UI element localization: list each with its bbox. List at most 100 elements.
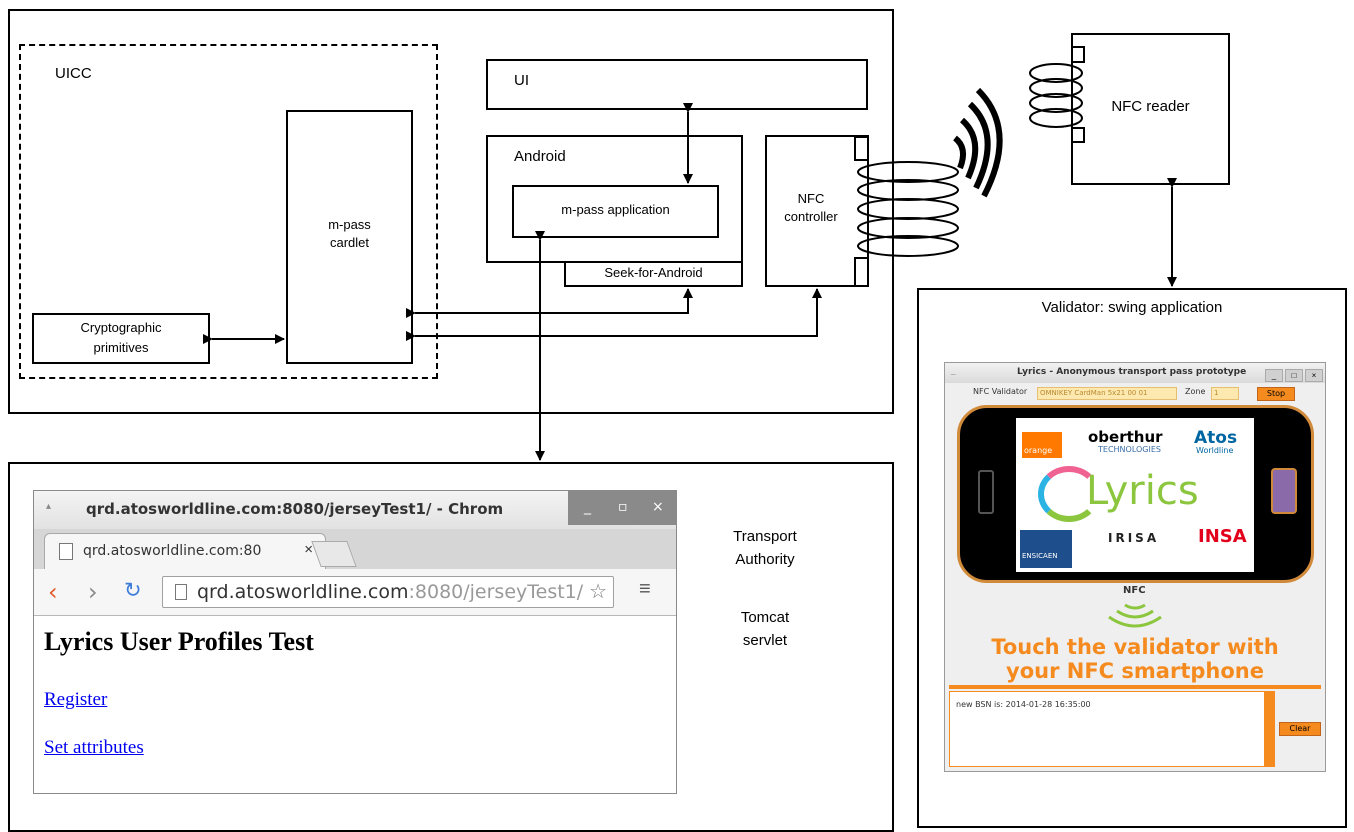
touch-line1: Touch the validator with [991,635,1279,659]
nfc-reader-box [1071,33,1230,185]
validator-titlebar: _ Lyrics - Anonymous transport pass prot… [945,363,1325,383]
touch-line2: your NFC smartphone [1006,659,1264,683]
orange-logo-text: orange [1024,446,1053,455]
reader-field[interactable]: OMNIKEY CardMan 5x21 00 01 [1037,387,1177,400]
irisa-logo: IRISA [1108,531,1160,545]
mpass-cardlet-line1: m-pass [328,217,371,232]
forward-icon[interactable]: › [88,578,98,606]
maximize-icon[interactable]: □ [1285,369,1303,382]
crypto-label: Cryptographic primitives [32,318,210,358]
tomcat-servlet-label: Tomcat servlet [722,606,808,652]
oberthur-logo: oberthur [1088,428,1163,446]
transport-authority-label: Transport Authority [722,525,808,571]
zone-field[interactable]: 1 [1211,387,1239,400]
separator [949,685,1321,689]
log-area[interactable]: new BSN is: 2014-01-28 16:35:00 [949,691,1265,767]
phone-graphic: orange oberthur TECHNOLOGIES Atos Worldl… [957,405,1314,583]
mpass-cardlet-label: m-pass cardlet [286,216,413,252]
nfc-waves-icon [1108,603,1162,628]
tab-title: qrd.atosworldline.com:80 [83,543,262,559]
android-label: Android [514,148,566,165]
ensicaen-logo [1020,530,1072,568]
tab-strip: qrd.atosworldline.com:80 × [34,529,676,569]
lyrics-swirl-icon [1038,466,1100,522]
page-icon [59,543,73,560]
radio-waves [953,87,1003,198]
uicc-label: UICC [55,65,92,82]
star-icon[interactable]: ☆ [589,581,607,603]
app-menu-icon[interactable]: ▴ [46,501,52,512]
crypto-line1: Cryptographic [80,320,162,335]
minimize-icon[interactable]: _ [1265,369,1283,382]
atos-sub: Worldline [1196,446,1234,455]
controller-antenna-frame [854,136,869,161]
tab-close-icon[interactable]: × [304,541,313,558]
tomcat-line2: servlet [742,632,788,649]
mpass-cardlet-box [286,110,413,364]
validator-label: Validator: swing application [1041,299,1223,316]
browser-window-title: qrd.atosworldline.com:8080/jerseyTest1/ … [86,500,504,518]
set-attributes-link[interactable]: Set attributes [44,737,144,758]
browser-window: ▴ qrd.atosworldline.com:8080/jerseyTest1… [33,490,677,794]
validator-window-controls: _□× [1263,365,1325,382]
oberthur-sub: TECHNOLOGIES [1098,445,1161,454]
log-text: new BSN is: 2014-01-28 16:35:00 [956,700,1091,709]
mpass-cardlet-line2: cardlet [329,235,370,250]
back-icon[interactable]: ‹ [48,578,58,606]
validator-app-window: _ Lyrics - Anonymous transport pass prot… [944,362,1326,772]
close-icon[interactable]: × [1305,369,1323,382]
register-link[interactable]: Register [44,689,108,710]
tab-active[interactable]: qrd.atosworldline.com:80 × [44,533,326,569]
arrow-cardlet-nfc [406,288,822,341]
log-scrollbar[interactable] [1265,691,1275,767]
clear-button[interactable]: Clear [1279,722,1321,736]
tomcat-line1: Tomcat [740,609,790,626]
nfc-controller-box [765,135,869,287]
url-path: :8080/jerseyTest1/ [408,581,584,603]
maximize-icon[interactable]: ▫ [618,499,628,515]
phone-screen: orange oberthur TECHNOLOGIES Atos Worldl… [1016,418,1254,572]
minimize-icon[interactable]: _ [584,499,591,515]
phone-left-button [978,470,994,514]
nfc-reader-label: NFC reader [1111,98,1190,115]
orange-logo [1022,432,1062,458]
url-text: qrd.atosworldline.com:8080/jerseyTest1/ [197,581,583,603]
close-icon[interactable]: × [652,499,664,515]
window-controls: _ ▫ × [568,491,676,525]
mpass-app-box [512,185,719,238]
seek-for-android-box [564,261,743,287]
validator-window-title: Lyrics - Anonymous transport pass protot… [1017,367,1247,377]
ta-line2: Authority [735,551,795,568]
phone-right-button [1271,468,1297,514]
zone-label: Zone [1185,387,1206,396]
ui-label: UI [514,72,529,89]
arrow-cardlet-seek [406,288,693,318]
nfc-controller-line2: controller [784,209,838,224]
page-icon [175,584,187,600]
insa-logo: INSA [1198,526,1247,547]
atos-logo: Atos [1194,428,1238,448]
seek-for-android-label: Seek-for-Android [604,265,703,280]
lyrics-logo: Lyrics [1086,468,1199,514]
stop-button[interactable]: Stop [1257,387,1295,401]
uicc-boundary [19,44,438,379]
crypto-line2: primitives [93,340,149,355]
ui-box [486,59,868,110]
browser-titlebar: ▴ qrd.atosworldline.com:8080/jerseyTest1… [34,491,676,529]
ta-line1: Transport [733,528,797,545]
smartphone-frame [8,9,894,414]
app-menu-icon[interactable]: _ [951,366,956,375]
browser-toolbar: ‹ › ↻ qrd.atosworldline.com:8080/jerseyT… [34,569,676,616]
nfc-controller-line1: NFC [797,191,825,206]
page-heading: Lyrics User Profiles Test [44,627,314,656]
nfc-validator-label: NFC Validator [973,387,1028,396]
address-bar[interactable]: qrd.atosworldline.com:8080/jerseyTest1/ … [162,576,614,608]
reload-icon[interactable]: ↻ [124,578,142,602]
url-host: qrd.atosworldline.com [197,581,409,603]
mpass-app-label: m-pass application [561,202,670,217]
ensicaen-text: ENSICAEN [1022,552,1058,560]
nfc-logo-label: NFC [1123,585,1146,596]
menu-icon[interactable]: ≡ [639,578,651,600]
nfc-controller-label: NFC controller [765,190,857,226]
